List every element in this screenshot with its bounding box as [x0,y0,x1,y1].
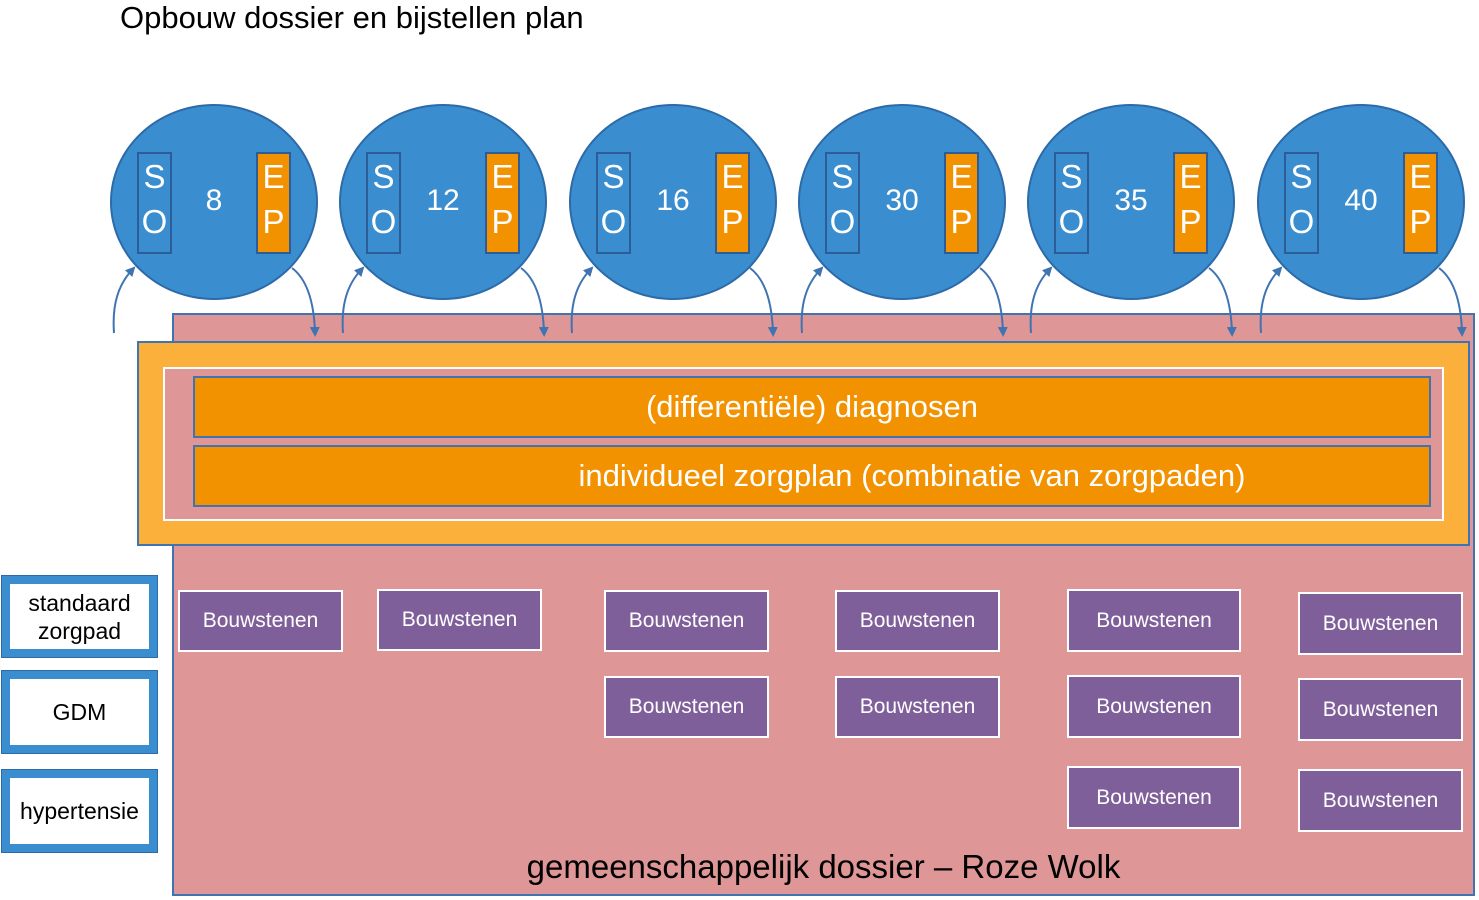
arrow-down [291,267,320,337]
arrow-down [979,267,1008,337]
diagram-title: Opbouw dossier en bijstellen plan [120,0,584,35]
building-block: Bouwstenen [377,589,542,651]
building-block: Bouwstenen [1298,678,1463,741]
arrow-up [341,266,365,334]
care-path-label: GDM [10,679,149,745]
arrow-down [749,267,778,337]
arrow-up [570,266,594,334]
arrow-up [800,266,824,334]
care-path-hypertension: hypertensie [1,769,158,853]
building-block: Bouwstenen [1067,589,1241,652]
building-block: Bouwstenen [1298,592,1463,655]
arrow-down [1438,267,1467,337]
building-block: Bouwstenen [1298,769,1463,832]
arrow-up [1029,266,1053,334]
week-number: 35 [1114,184,1148,217]
diagnoses-bar: (differentiële) diagnosen [193,376,1431,438]
building-block: Bouwstenen [178,590,343,652]
building-block: Bouwstenen [604,676,769,738]
care-path-label: standaard zorgpad [10,584,149,649]
building-block: Bouwstenen [1067,766,1241,829]
building-block: Bouwstenen [1067,675,1241,738]
week-number: 16 [656,184,690,217]
dossier-label: gemeenschappelijk dossier – Roze Wolk [526,848,1121,885]
building-block: Bouwstenen [835,676,1000,738]
building-block: Bouwstenen [604,590,769,652]
building-block: Bouwstenen [835,590,1000,652]
arrow-up [112,266,136,334]
week-number: 40 [1344,184,1378,217]
week-number: 8 [205,184,223,217]
care-path-standard: standaard zorgpad [1,575,158,658]
care-path-label: hypertensie [10,778,149,844]
week-number: 12 [426,184,460,217]
arrow-down [1208,267,1237,337]
arrow-up [1259,266,1283,334]
care-path-gdm: GDM [1,670,158,754]
week-number: 30 [885,184,919,217]
care-plan-bar: individueel zorgplan (combinatie van zor… [193,445,1431,507]
arrow-down [520,267,549,337]
